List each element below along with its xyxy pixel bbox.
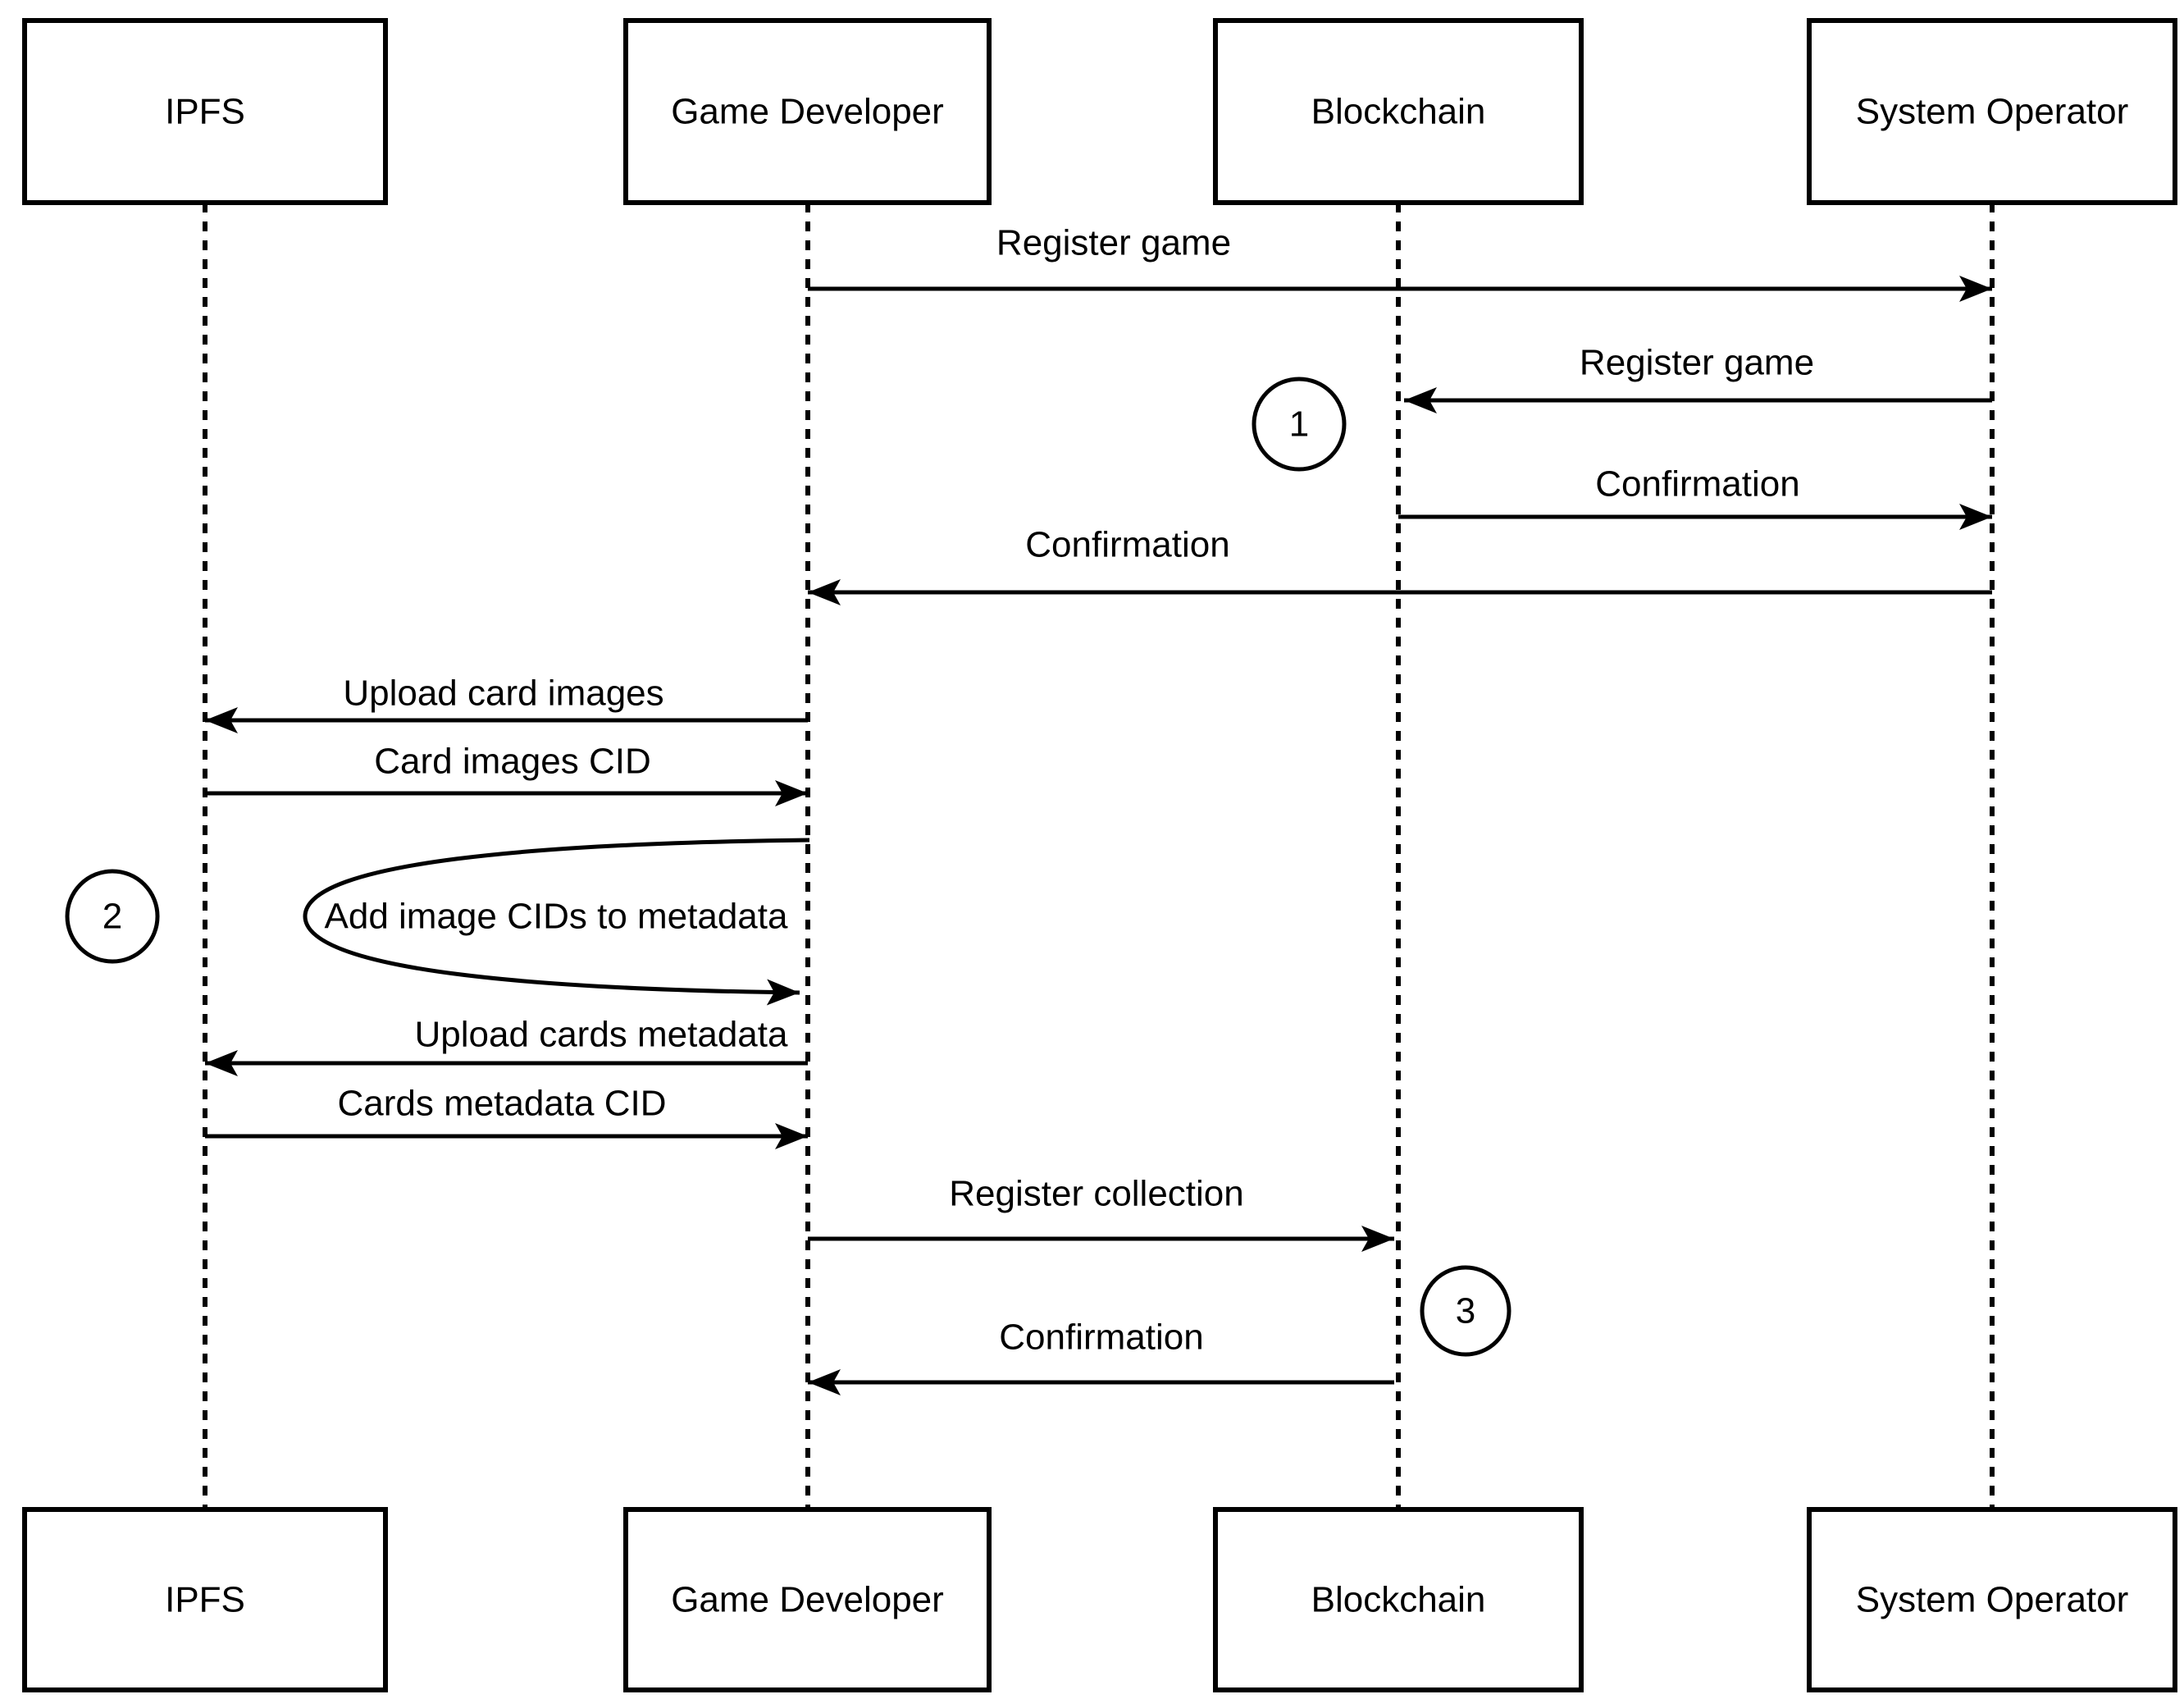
actor-bottom-label-ipfs: IPFS (165, 1580, 245, 1620)
step-marker-number-3: 3 (1456, 1291, 1475, 1331)
message-label-5: Upload card images (343, 674, 663, 714)
message-label-3: Confirmation (1595, 464, 1799, 505)
step-marker-circle-3 (1420, 1265, 1511, 1357)
actor-top-label-system-operator: System Operator (1856, 92, 2129, 132)
actor-bottom-label-game-developer: Game Developer (671, 1580, 944, 1620)
message-label-8: Upload cards metadata (415, 1015, 788, 1055)
step-marker-circle-1 (1252, 377, 1347, 472)
message-label-6: Card images CID (374, 742, 650, 782)
actor-bottom-box-blockchain (1213, 1507, 1584, 1692)
actor-bottom-box-system-operator (1807, 1507, 2177, 1692)
actor-bottom-label-blockchain: Blockchain (1311, 1580, 1486, 1620)
actor-bottom-box-game-developer (623, 1507, 992, 1692)
actor-top-box-blockchain (1213, 18, 1584, 205)
actor-top-box-game-developer (623, 18, 992, 205)
step-marker-number-2: 2 (103, 897, 122, 937)
step-marker-number-1: 1 (1289, 404, 1309, 445)
step-marker-circle-2 (65, 869, 160, 964)
message-label-9: Cards metadata CID (337, 1084, 666, 1124)
message-label-10: Register collection (949, 1174, 1244, 1214)
actor-top-label-blockchain: Blockchain (1311, 92, 1486, 132)
message-label-11: Confirmation (999, 1318, 1203, 1358)
message-label-1: Register game (996, 223, 1231, 263)
actor-bottom-label-system-operator: System Operator (1856, 1580, 2129, 1620)
actor-top-box-system-operator (1807, 18, 2177, 205)
actor-top-label-game-developer: Game Developer (671, 92, 944, 132)
actor-bottom-box-ipfs (22, 1507, 388, 1692)
actor-top-label-ipfs: IPFS (165, 92, 245, 132)
actor-top-box-ipfs (22, 18, 388, 205)
message-label-7: Add image CIDs to metadata (325, 897, 788, 937)
self-message-arrow-game-developer (303, 838, 810, 1006)
message-label-2: Register game (1580, 343, 1814, 383)
message-label-4: Confirmation (1025, 525, 1229, 565)
